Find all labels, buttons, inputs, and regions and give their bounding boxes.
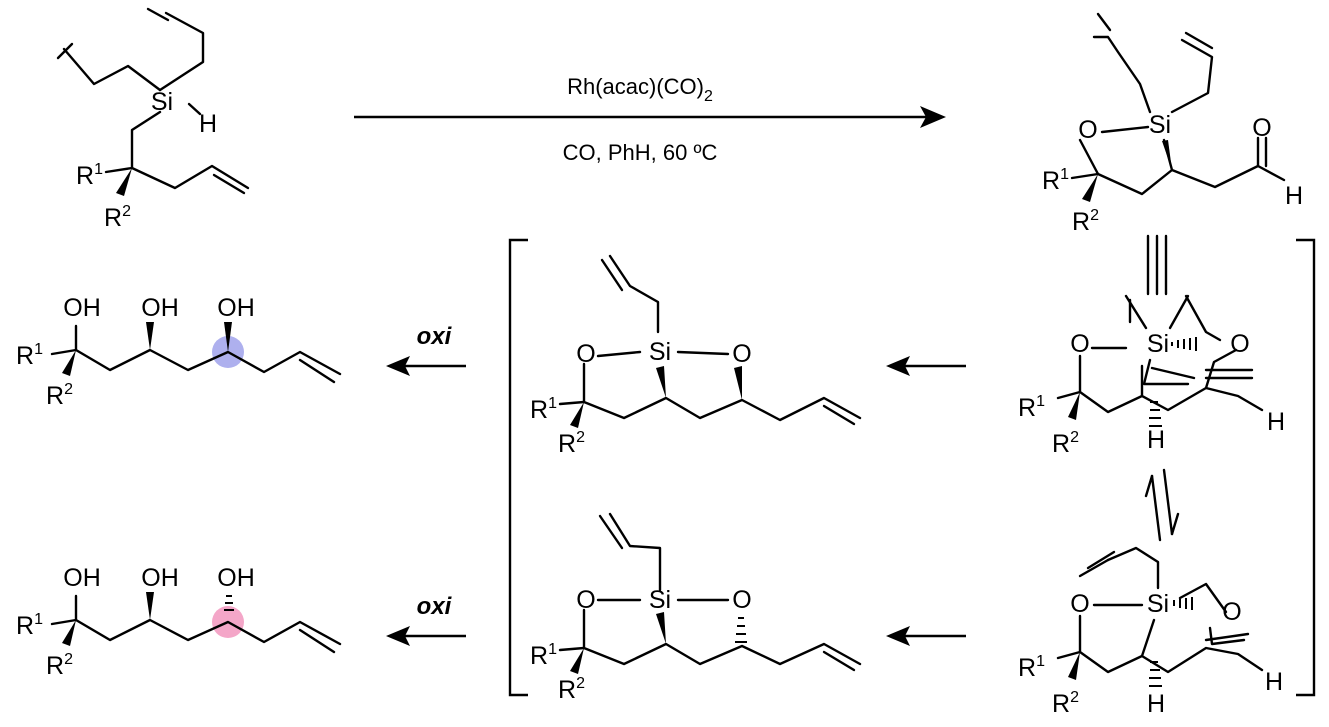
oh-label: OH [217, 564, 255, 592]
equilibrium-arrows [1144, 468, 1180, 542]
o-label: O [1252, 114, 1271, 142]
si-label: Si [1147, 330, 1169, 358]
arrow-to-upper-intermediate [886, 356, 966, 376]
oxi-label: oxi [417, 323, 453, 350]
r2-label: R2 [558, 675, 585, 704]
oh-label: OH [63, 564, 101, 592]
o-label: O [1222, 598, 1241, 626]
oh-label: OH [217, 294, 255, 322]
intermediate-upper-bicyclic: O Si O R1 R2 [530, 254, 862, 458]
h-label: H [1147, 690, 1165, 718]
o-label: O [1070, 330, 1089, 358]
si-label: Si [1147, 590, 1169, 618]
r1-label: R1 [1042, 166, 1069, 195]
triol-product-upper: OH OH OH R1 R2 [16, 294, 342, 410]
r2-label: R2 [46, 381, 73, 410]
conditions-label: CO, PhH, 60 ºC [563, 140, 718, 165]
si-label: Si [151, 88, 173, 116]
r2-label: R2 [1052, 429, 1079, 458]
h-label: H [1285, 182, 1303, 210]
oh-label: OH [141, 564, 179, 592]
main-reaction-arrow: Rh(acac)(CO)2 CO, PhH, 60 ºC [354, 74, 946, 165]
hashed-bond [1149, 597, 1193, 687]
r2-label: R2 [46, 651, 73, 680]
r1-label: R1 [1018, 393, 1045, 422]
si-label: Si [1149, 111, 1171, 139]
r1-label: R1 [530, 641, 557, 670]
r2-label: R2 [1052, 689, 1079, 718]
h-label: H [1147, 426, 1165, 454]
triol-product-lower: OH OH OH R1 R2 [16, 564, 342, 680]
r1-label: R1 [16, 611, 43, 640]
r1-label: R1 [16, 341, 43, 370]
si-label: Si [649, 586, 671, 614]
intermediate-lower-bicyclic: O Si O R1 R2 [530, 512, 862, 704]
catalyst-label: Rh(acac)(CO)2 [567, 74, 713, 105]
o-label: O [576, 586, 595, 614]
hashed-bond [1149, 337, 1197, 427]
arrow-to-lower-intermediate [886, 626, 966, 646]
r2-label: R2 [558, 429, 585, 458]
r1-label: R1 [530, 395, 557, 424]
oh-label: OH [141, 294, 179, 322]
o-label: O [1070, 590, 1089, 618]
h-label: H [1265, 668, 1283, 696]
oh-label: OH [63, 294, 101, 322]
hashed-bond [735, 617, 747, 643]
oxi-arrow-upper: oxi [386, 323, 466, 376]
conformer-upper: O Si O H H R1 R2 [1018, 294, 1285, 458]
o-label: O [732, 586, 751, 614]
oxi-label: oxi [417, 593, 453, 620]
o-label: O [1230, 330, 1249, 358]
h-label: H [199, 110, 217, 138]
o-label: O [1078, 116, 1097, 144]
intermediate-bracket [508, 238, 1316, 697]
si-label: Si [649, 338, 671, 366]
product-oxasilolane-aldehyde: O Si O H R1 R2 [1042, 12, 1303, 236]
h-label: H [1267, 408, 1285, 436]
r1-label: R1 [76, 161, 103, 190]
r1-label: R1 [1018, 653, 1045, 682]
starting-material-triallylsilane: Si H R1 R2 [56, 7, 250, 232]
r2-label: R2 [1072, 207, 1099, 236]
hashed-bond [224, 595, 234, 611]
equivalence-symbol [1146, 234, 1168, 296]
o-label: O [576, 340, 595, 368]
oxi-arrow-lower: oxi [386, 593, 466, 646]
o-label: O [732, 340, 751, 368]
r2-label: R2 [104, 203, 131, 232]
conformer-lower: O Si O H H R1 R2 [1018, 546, 1283, 718]
